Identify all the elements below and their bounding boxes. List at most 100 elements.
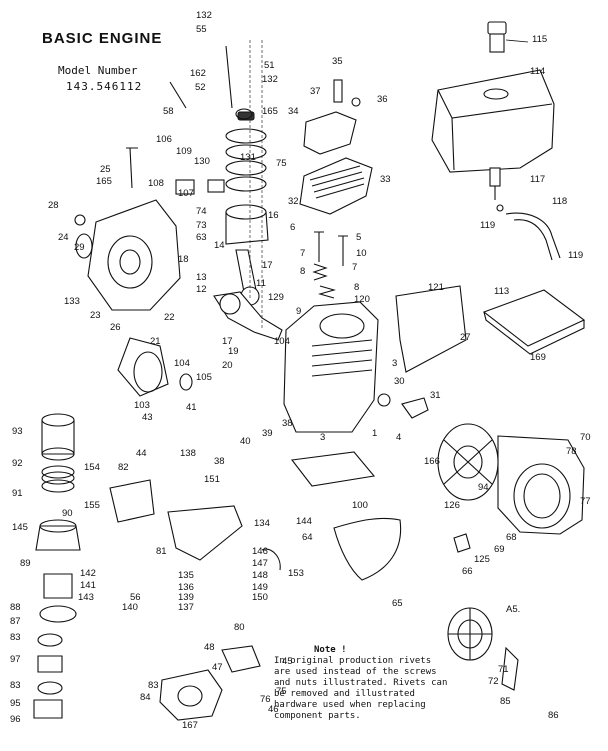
part-callout: 104: [274, 336, 290, 347]
part-callout: 130: [194, 156, 210, 167]
part-callout: 104: [174, 358, 190, 369]
part-callout: 28: [48, 200, 59, 211]
part-callout: 83: [148, 680, 159, 691]
part-callout: 131: [240, 152, 256, 163]
part-callout: 3: [320, 432, 325, 443]
part-callout: 35: [332, 56, 343, 67]
part-callout: 89: [20, 558, 31, 569]
part-callout: 68: [506, 532, 517, 543]
part-callout: 165: [262, 106, 278, 117]
part-callout: 132: [196, 10, 212, 21]
part-callout: 169: [530, 352, 546, 363]
part-callout: 85: [500, 696, 511, 707]
shroud-panel-drawing: [395, 285, 586, 373]
part-callout: 8: [300, 266, 305, 277]
part-callout: 9: [296, 306, 301, 317]
part-callout: 6: [290, 222, 295, 233]
crankshaft-drawing: [213, 291, 283, 341]
part-callout: 92: [12, 458, 23, 469]
part-callout: 100: [352, 500, 368, 511]
part-callout: 125: [474, 554, 490, 565]
part-callout: 51: [264, 60, 275, 71]
part-callout: 95: [10, 698, 21, 709]
fuel-line-drawing: [489, 167, 561, 261]
part-callout: 36: [377, 94, 388, 105]
part-callout: 31: [430, 390, 441, 401]
part-callout: 8: [354, 282, 359, 293]
carburetor-drawing: [159, 645, 261, 721]
part-callout: 7: [300, 248, 305, 259]
part-callout: 139: [178, 592, 194, 603]
part-callout: 126: [444, 500, 460, 511]
part-callout: 44: [136, 448, 147, 459]
part-callout: 97: [10, 654, 21, 665]
part-callout: 26: [110, 322, 121, 333]
part-callout: 118: [552, 196, 567, 207]
part-callout: 16: [268, 210, 279, 221]
part-callout: 17: [262, 260, 273, 271]
part-callout: 115: [532, 34, 547, 45]
part-callout: 20: [222, 360, 233, 371]
part-callout: 73: [196, 220, 207, 231]
part-callout: 30: [394, 376, 405, 387]
part-callout: 150: [252, 592, 268, 603]
part-callout: 91: [12, 488, 23, 499]
part-callout: 70: [580, 432, 591, 443]
part-callout: 65: [392, 598, 403, 609]
part-callout: 75: [276, 158, 287, 169]
part-callout: 38: [282, 418, 293, 429]
part-callout: 119: [568, 250, 583, 261]
piston-rings-drawing: [225, 111, 269, 245]
muffler-drawing: [117, 337, 193, 397]
part-callout: 86: [548, 710, 559, 721]
part-callout: 88: [10, 602, 21, 613]
part-callout: 5: [356, 232, 361, 243]
part-callout: 71: [498, 664, 509, 675]
part-callout: 143: [78, 592, 94, 603]
part-callout: 25: [100, 164, 111, 175]
part-callout: 167: [182, 720, 198, 731]
misc-hardware-drawing: [126, 45, 471, 571]
part-callout: 107: [178, 188, 194, 199]
part-callout: 121: [428, 282, 444, 293]
part-callout: 162: [190, 68, 206, 79]
part-callout: 133: [64, 296, 80, 307]
part-callout: 129: [268, 292, 284, 303]
part-callout: 140: [122, 602, 138, 613]
part-callout: 96: [10, 714, 21, 725]
part-callout: 135: [178, 570, 194, 581]
part-callout: 142: [80, 568, 96, 579]
part-callout: 4: [396, 432, 401, 443]
fuel-tank-drawing: [431, 69, 555, 173]
engine-block-drawing: [249, 40, 379, 433]
note-box: Note ! In original production rivets are…: [274, 645, 450, 722]
part-callout: 3: [392, 358, 397, 369]
part-callout: 75: [276, 686, 287, 697]
part-callout: 34: [288, 106, 299, 117]
part-callout: 74: [196, 206, 207, 217]
part-callout: 103: [134, 400, 150, 411]
part-callout: 144: [296, 516, 312, 527]
part-callout: 82: [118, 462, 129, 473]
part-callout: 39: [262, 428, 273, 439]
part-callout: 117: [530, 174, 545, 185]
part-callout: 13: [196, 272, 207, 283]
part-callout: 40: [240, 436, 251, 447]
part-callout: 145: [12, 522, 28, 533]
part-callout: 63: [196, 232, 207, 243]
part-callout: 47: [212, 662, 223, 673]
part-callout: 141: [80, 580, 96, 591]
part-callout: 87: [10, 616, 21, 627]
diagram-title: BASIC ENGINE: [42, 30, 163, 47]
part-callout: 12: [196, 284, 207, 295]
part-callout: 21: [150, 336, 161, 347]
part-callout: 83: [10, 632, 21, 643]
part-callout: 23: [90, 310, 101, 321]
part-callout: 14: [214, 240, 225, 251]
part-callout: 27: [460, 332, 471, 343]
part-callout: 146: [252, 546, 268, 557]
part-callout: 151: [204, 474, 220, 485]
part-callout: 138: [180, 448, 196, 459]
part-callout: 11: [256, 278, 266, 289]
